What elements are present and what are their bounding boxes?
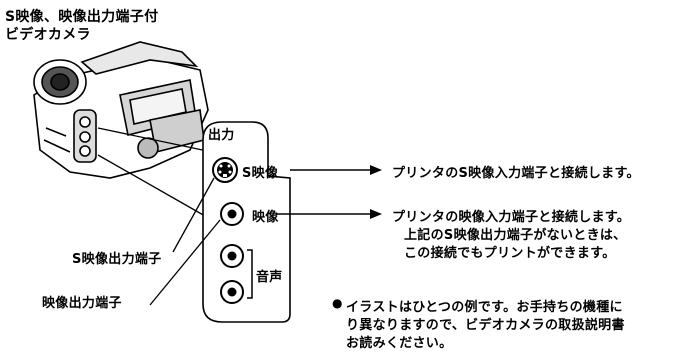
note-bullet: ● [332, 296, 343, 310]
s-video-terminal-label: S映像出力端子 [72, 252, 162, 267]
video-terminal-label: 映像出力端子 [42, 296, 122, 311]
note-line-3: お読みください。 [346, 336, 453, 351]
audio-bracket [247, 249, 253, 299]
video-description-line-3: この接続でもプリントができます。 [404, 246, 616, 261]
camera-caption-line-2: ビデオカメラ [5, 27, 91, 43]
s-video-label: S映像 [242, 166, 279, 181]
note-line-2: り異なりますので、ビデオカメラの取扱説明書 [346, 318, 625, 333]
video-description-line-1: プリンタの映像入力端子と接続します。 [392, 210, 631, 225]
video-description-line-2: 上記のS映像出力端子がないときは、 [404, 228, 627, 243]
video-label: 映像 [252, 210, 279, 225]
s-video-description: プリンタのS映像入力端子と接続します。 [392, 166, 640, 181]
s-video-jack-icon [212, 157, 238, 183]
video-terminal-leader [149, 219, 221, 306]
video-arrow [277, 209, 382, 219]
s-video-terminal-leader [172, 177, 215, 253]
video-jack-icon [220, 202, 244, 226]
note-line-1: イラストはひとつの例です。お手持ちの機種に [346, 300, 623, 315]
audio-label: 音声 [256, 270, 283, 285]
output-label: 出力 [208, 128, 235, 143]
audio-jack-icon-lower [220, 280, 244, 304]
audio-jack-icon-upper [220, 244, 244, 268]
leader-lines [97, 127, 213, 221]
s-video-arrow [290, 165, 382, 175]
camcorder-illustration [33, 41, 209, 179]
camera-caption-line-1: S映像、映像出力端子付 [5, 9, 159, 25]
